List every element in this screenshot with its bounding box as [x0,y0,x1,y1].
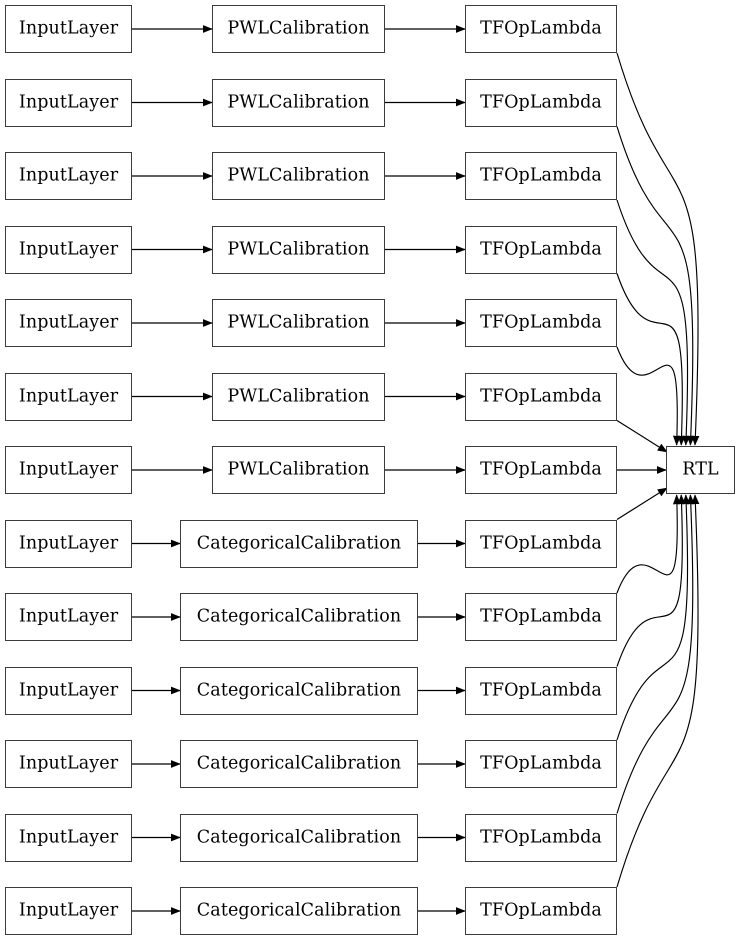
node-label: TFOpLambda [480,92,602,113]
edge-op-to-rtl-1 [616,126,695,446]
node-tfoplambda-11[interactable]: TFOpLambda [465,813,617,862]
node-input-layer-12[interactable]: InputLayer [5,887,132,935]
node-label: InputLayer [18,680,119,701]
node-pwl-calibration-3[interactable]: PWLCalibration [212,225,385,274]
node-categorical-calibration-7[interactable]: CategoricalCalibration [180,519,418,568]
node-pwl-calibration-2[interactable]: PWLCalibration [212,152,385,200]
edge-op-to-rtl-4 [616,346,681,446]
node-label: PWLCalibration [227,165,370,186]
node-label: InputLayer [18,606,119,627]
node-input-layer-11[interactable]: InputLayer [5,813,132,862]
node-label: InputLayer [18,92,119,113]
node-label: PWLCalibration [227,312,370,333]
node-label: CategoricalCalibration [196,606,402,627]
node-label: InputLayer [18,533,119,554]
node-tfoplambda-4[interactable]: TFOpLambda [465,299,617,347]
node-label: TFOpLambda [480,606,602,627]
node-label: PWLCalibration [227,239,370,260]
node-label: PWLCalibration [227,459,370,480]
node-tfoplambda-3[interactable]: TFOpLambda [465,225,617,274]
node-label: InputLayer [18,827,119,848]
edge-op-to-rtl-3 [616,273,686,446]
node-input-layer-3[interactable]: InputLayer [5,225,132,274]
node-categorical-calibration-9[interactable]: CategoricalCalibration [180,666,418,715]
node-input-layer-4[interactable]: InputLayer [5,299,132,347]
node-label: PWLCalibration [227,18,370,39]
node-label: PWLCalibration [227,92,370,113]
node-input-layer-0[interactable]: InputLayer [5,5,132,53]
edge-op-to-rtl-0 [616,52,700,446]
edge-op-to-rtl-5 [616,419,668,453]
node-label: InputLayer [18,165,119,186]
node-tfoplambda-7[interactable]: TFOpLambda [465,519,617,568]
node-input-layer-10[interactable]: InputLayer [5,740,132,788]
node-label: CategoricalCalibration [196,827,402,848]
node-label: CategoricalCalibration [196,680,402,701]
edge-op-to-rtl-9 [616,494,686,667]
node-label: TFOpLambda [480,680,602,701]
node-label: TFOpLambda [480,753,602,774]
node-label: RTL [682,459,719,480]
edge-op-to-rtl-7 [616,487,668,521]
node-label: InputLayer [18,900,119,921]
node-pwl-calibration-4[interactable]: PWLCalibration [212,299,385,347]
node-input-layer-8[interactable]: InputLayer [5,593,132,641]
node-categorical-calibration-10[interactable]: CategoricalCalibration [180,740,418,788]
node-tfoplambda-5[interactable]: TFOpLambda [465,372,617,421]
node-tfoplambda-0[interactable]: TFOpLambda [465,5,617,53]
node-input-layer-7[interactable]: InputLayer [5,519,132,568]
node-input-layer-5[interactable]: InputLayer [5,372,132,421]
edge-op-to-rtl-12 [616,494,700,888]
edge-op-to-rtl-8 [616,494,681,594]
node-label: InputLayer [18,459,119,480]
node-label: TFOpLambda [480,459,602,480]
node-label: TFOpLambda [480,533,602,554]
node-pwl-calibration-0[interactable]: PWLCalibration [212,5,385,53]
node-label: TFOpLambda [480,827,602,848]
node-input-layer-9[interactable]: InputLayer [5,666,132,715]
node-label: InputLayer [18,312,119,333]
node-input-layer-2[interactable]: InputLayer [5,152,132,200]
node-tfoplambda-1[interactable]: TFOpLambda [465,78,617,127]
node-input-layer-6[interactable]: InputLayer [5,446,132,494]
node-pwl-calibration-1[interactable]: PWLCalibration [212,78,385,127]
node-label: CategoricalCalibration [196,753,402,774]
node-label: InputLayer [18,386,119,407]
node-tfoplambda-10[interactable]: TFOpLambda [465,740,617,788]
edge-op-to-rtl-11 [616,494,695,814]
node-tfoplambda-6[interactable]: TFOpLambda [465,446,617,494]
node-pwl-calibration-5[interactable]: PWLCalibration [212,372,385,421]
node-label: TFOpLambda [480,386,602,407]
edge-op-to-rtl-10 [616,494,691,741]
node-categorical-calibration-8[interactable]: CategoricalCalibration [180,593,418,641]
node-label: TFOpLambda [480,18,602,39]
node-tfoplambda-12[interactable]: TFOpLambda [465,887,617,935]
node-input-layer-1[interactable]: InputLayer [5,78,132,127]
node-label: CategoricalCalibration [196,900,402,921]
edge-op-to-rtl-2 [616,199,691,446]
node-tfoplambda-8[interactable]: TFOpLambda [465,593,617,641]
node-label: TFOpLambda [480,312,602,333]
node-categorical-calibration-11[interactable]: CategoricalCalibration [180,813,418,862]
node-label: TFOpLambda [480,900,602,921]
node-pwl-calibration-6[interactable]: PWLCalibration [212,446,385,494]
node-rtl-output[interactable]: RTL [666,446,735,494]
node-label: TFOpLambda [480,165,602,186]
node-label: PWLCalibration [227,386,370,407]
node-label: TFOpLambda [480,239,602,260]
node-label: InputLayer [18,18,119,39]
node-label: InputLayer [18,753,119,774]
node-tfoplambda-2[interactable]: TFOpLambda [465,152,617,200]
node-label: InputLayer [18,239,119,260]
node-categorical-calibration-12[interactable]: CategoricalCalibration [180,887,418,935]
node-tfoplambda-9[interactable]: TFOpLambda [465,666,617,715]
node-label: CategoricalCalibration [196,533,402,554]
